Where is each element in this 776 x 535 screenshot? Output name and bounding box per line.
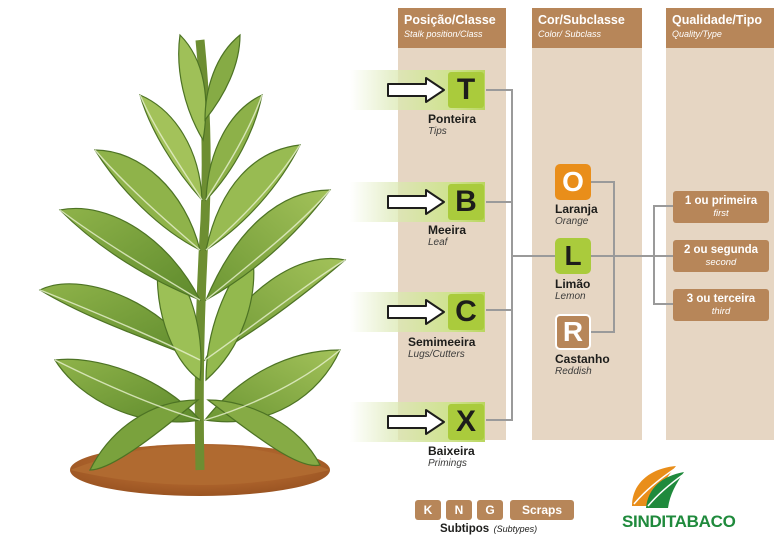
- subtype-n: N: [446, 500, 472, 520]
- subtypes-english: (Subtypes): [493, 524, 538, 534]
- color-column-subtitle: Color/ Subclass: [538, 29, 602, 39]
- tobacco-leaf-logo-icon: [632, 466, 685, 508]
- quality-second-english: second: [705, 257, 737, 268]
- position-column-header: Posição/Classe Stalk position/Class: [398, 8, 506, 48]
- position-english-tips: Tips: [428, 126, 447, 137]
- tobacco-plant-illustration: [38, 33, 347, 496]
- quality-column-header: Qualidade/Tipo Quality/Type: [666, 8, 774, 48]
- position-name-lugs: Semimeeira: [408, 335, 476, 349]
- color-english-lemon: Lemon: [555, 291, 586, 302]
- sinditabaco-logo-text: SINDITABACO: [622, 512, 736, 531]
- color-letter-reddish: R: [555, 314, 591, 350]
- color-column-title: Cor/Subclasse: [538, 13, 625, 27]
- position-english-lugs: Lugs/Cutters: [408, 349, 465, 360]
- quality-third-english: third: [711, 306, 731, 317]
- color-column-header: Cor/Subclasse Color/ Subclass: [532, 8, 642, 48]
- position-english-leaf: Leaf: [428, 237, 448, 248]
- quality-second-name: 2 ou segunda: [683, 244, 759, 256]
- position-english-primings: Primings: [428, 458, 467, 469]
- position-name-leaf: Meeira: [428, 223, 467, 237]
- color-label-orange: Laranja Orange: [555, 202, 598, 228]
- position-letter-primings: X: [448, 404, 484, 440]
- quality-column-subtitle: Quality/Type: [672, 29, 722, 39]
- position-letter-leaf: B: [448, 184, 484, 220]
- position-letter-tips: T: [448, 72, 484, 108]
- quality-column-title: Qualidade/Tipo: [672, 13, 763, 27]
- color-letter-lemon: L: [555, 238, 591, 274]
- color-name-reddish: Castanho: [555, 352, 610, 366]
- quality-second: 2 ou segunda second: [673, 240, 769, 272]
- quality-first: 1 ou primeira first: [673, 191, 769, 223]
- subtypes-caption: Subtipos (Subtypes): [440, 522, 537, 535]
- position-name-primings: Baixeira: [428, 444, 475, 458]
- position-column-subtitle: Stalk position/Class: [404, 29, 483, 39]
- position-label-primings: Baixeira Primings: [428, 444, 475, 470]
- color-english-orange: Orange: [555, 216, 589, 227]
- position-label-leaf: Meeira Leaf: [428, 223, 466, 249]
- color-name-lemon: Limão: [555, 277, 591, 291]
- subtype-k: K: [415, 500, 441, 520]
- arrow-right-icon: [387, 409, 445, 435]
- color-column: Cor/Subclasse Color/ Subclass: [532, 8, 642, 440]
- position-name-tips: Ponteira: [428, 112, 477, 126]
- arrow-right-icon: [387, 77, 445, 103]
- position-label-lugs: Semimeeira Lugs/Cutters: [408, 335, 475, 361]
- position-column-title: Posição/Classe: [404, 13, 496, 27]
- arrow-right-icon: [387, 299, 445, 325]
- quality-third-name: 3 ou terceira: [686, 293, 756, 305]
- subtype-scraps: Scraps: [510, 500, 574, 520]
- subtype-g: G: [477, 500, 503, 520]
- color-label-lemon: Limão Lemon: [555, 277, 590, 303]
- position-label-tips: Ponteira Tips: [428, 112, 476, 138]
- color-english-reddish: Reddish: [555, 366, 592, 377]
- quality-column: Qualidade/Tipo Quality/Type: [666, 8, 774, 440]
- quality-first-english: first: [713, 208, 729, 219]
- quality-first-name: 1 ou primeira: [684, 195, 758, 207]
- color-label-reddish: Castanho Reddish: [555, 352, 610, 378]
- color-name-orange: Laranja: [555, 202, 598, 216]
- position-letter-lugs: C: [448, 294, 484, 330]
- arrow-right-icon: [387, 189, 445, 215]
- quality-third: 3 ou terceira third: [673, 289, 769, 321]
- color-letter-orange: O: [555, 164, 591, 200]
- subtypes-label: Subtipos: [440, 523, 490, 535]
